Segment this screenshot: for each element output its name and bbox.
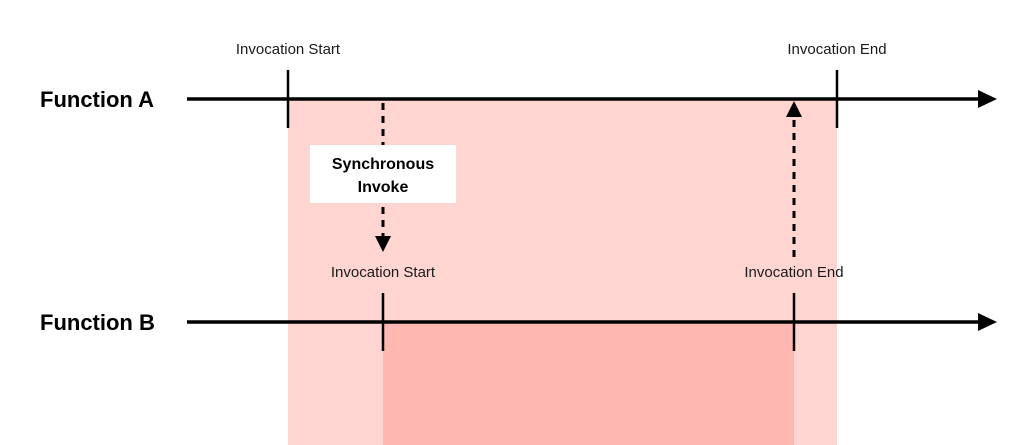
sync-invoke-note-box (310, 145, 456, 203)
function-b-start-label: Invocation Start (331, 264, 436, 281)
function-a-end-label: Invocation End (787, 41, 886, 58)
function-b-invocation-span (383, 322, 794, 445)
function-b-label: Function B (40, 310, 155, 335)
function-a-arrowhead-icon (978, 90, 997, 108)
function-b-arrowhead-icon (978, 313, 997, 331)
sync-invoke-label-line1: Synchronous (332, 156, 434, 173)
function-a-start-label: Invocation Start (236, 41, 341, 58)
function-b-end-label: Invocation End (744, 264, 843, 281)
function-a-label: Function A (40, 87, 154, 112)
sync-invoke-label-line2: Invoke (358, 179, 409, 196)
sync-invoke-arrowhead-icon (375, 236, 391, 252)
return-arrowhead-icon (786, 101, 802, 117)
